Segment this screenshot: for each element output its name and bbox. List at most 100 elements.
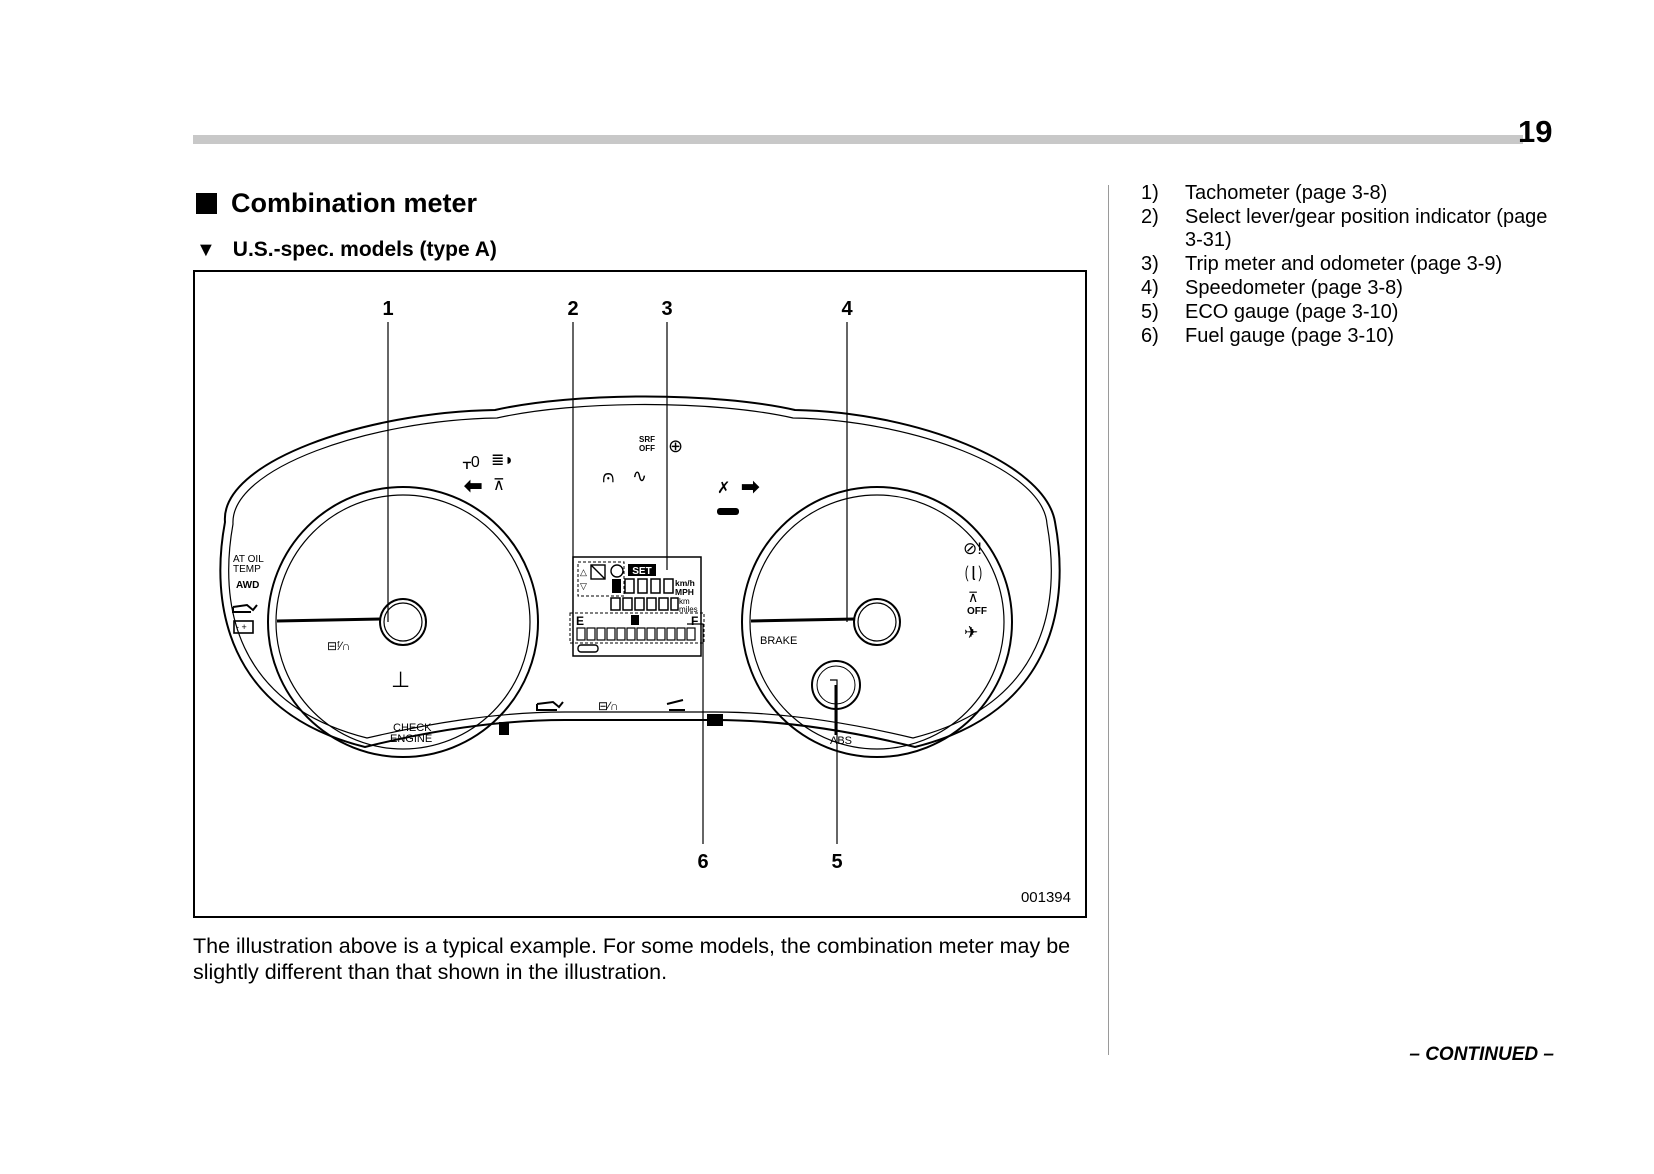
legend-number: 6) bbox=[1141, 325, 1159, 347]
callout-line-5 bbox=[830, 679, 838, 844]
tire-pressure-icon: ⒧ bbox=[965, 565, 982, 584]
lcd-triangle-up-icon: △ bbox=[580, 567, 587, 577]
lcd-triangle-down-icon: ▽ bbox=[580, 581, 587, 591]
fog-light-icon: ᚁ0 bbox=[462, 454, 480, 471]
legend-number: 3) bbox=[1141, 253, 1159, 275]
legend-item: 6) Fuel gauge (page 3-10) bbox=[1141, 325, 1561, 348]
coolant-temp-icon: ⊥ bbox=[391, 667, 410, 692]
callout-line-6 bbox=[687, 623, 704, 844]
oil-level-icon bbox=[536, 700, 564, 711]
page-number: 19 bbox=[1518, 114, 1553, 149]
awd-label: AWD bbox=[236, 580, 259, 591]
legend-text: Fuel gauge (page 3-10) bbox=[1185, 325, 1395, 347]
lcd-set-badge bbox=[628, 564, 656, 576]
vdc-off-icon: ⊼ bbox=[968, 589, 978, 605]
right-turn-icon: ➡ bbox=[741, 474, 760, 499]
lane-departure-icon: ∿ bbox=[632, 466, 647, 486]
legend-item: 4) Speedometer (page 3-8) bbox=[1141, 277, 1561, 300]
fuel-full-label: F bbox=[691, 614, 698, 628]
low-fuel-icon bbox=[499, 722, 509, 735]
lcd-miles-label: miles bbox=[679, 605, 698, 614]
section-title: Combination meter bbox=[196, 188, 477, 219]
power-steering-icon: ⊘! bbox=[963, 539, 982, 558]
legend-text: Trip meter and odometer (page 3-9) bbox=[1185, 253, 1503, 275]
header-rule bbox=[193, 135, 1523, 144]
legend-text: Select lever/gear position indicator (pa… bbox=[1185, 206, 1548, 251]
vdc-icon: ⊼ bbox=[493, 477, 505, 494]
lcd-odometer-digits bbox=[610, 597, 679, 611]
fuel-gauge-box bbox=[569, 612, 705, 644]
svg-text:- +: - + bbox=[236, 622, 247, 632]
traction-icon-bottom: ⊟∕∩ bbox=[598, 699, 619, 713]
tachometer-hub bbox=[379, 598, 427, 646]
traction-off-icon: ⊟ᶠ∕∩ bbox=[327, 639, 350, 653]
legend-text: Tachometer (page 3-8) bbox=[1185, 182, 1388, 204]
cluster-inner-outline bbox=[228, 403, 1052, 739]
fuel-gauge-segments bbox=[576, 627, 696, 641]
legend-item: 3) Trip meter and odometer (page 3-9) bbox=[1141, 253, 1561, 276]
section-title-text: Combination meter bbox=[231, 188, 478, 218]
check-engine-label-2: ENGINE bbox=[390, 733, 432, 745]
lcd-cruise-icon bbox=[610, 564, 624, 578]
figure-caption: The illustration above is a typical exam… bbox=[193, 934, 1071, 984]
lcd-kmh-label: km/h bbox=[675, 578, 695, 588]
legend-item: 5) ECO gauge (page 3-10) bbox=[1141, 301, 1561, 324]
combination-meter-illustration: △ ▽ SET km/h MPH km miles E F bbox=[219, 298, 1061, 873]
seatbelt-icon: ✗ bbox=[717, 480, 730, 497]
legend-number: 5) bbox=[1141, 301, 1159, 323]
windshield-defog-icon: ⊕ bbox=[668, 436, 683, 456]
abs-label: ABS bbox=[830, 735, 852, 747]
subsection-triangle-icon: ▼ bbox=[196, 238, 216, 261]
legend-text: ECO gauge (page 3-10) bbox=[1185, 301, 1399, 323]
tachometer-needle bbox=[276, 617, 382, 623]
callout-6: 6 bbox=[697, 851, 708, 873]
callout-2: 2 bbox=[567, 298, 578, 320]
brake-label: BRAKE bbox=[760, 635, 797, 647]
legend-number: 1) bbox=[1141, 182, 1159, 204]
high-beam-icon: ≣◗ bbox=[491, 452, 514, 469]
oil-pressure-icon bbox=[232, 603, 258, 613]
continued-label: – CONTINUED – bbox=[1409, 1044, 1554, 1065]
lcd-speed-digits bbox=[624, 578, 674, 594]
check-engine-label-1: CHECK bbox=[393, 722, 432, 734]
subsection-title-text: U.S.-spec. models (type A) bbox=[232, 238, 497, 261]
lcd-mph-label: MPH bbox=[675, 587, 694, 597]
section-square-icon bbox=[196, 193, 217, 214]
legend-item: 2) Select lever/gear position indicator (… bbox=[1141, 206, 1561, 252]
tachometer-dial-inner bbox=[275, 494, 531, 750]
lcd-fuel-pump-icon bbox=[631, 615, 639, 625]
speedometer-hub bbox=[853, 598, 901, 646]
callout-5: 5 bbox=[831, 851, 842, 873]
lcd-car-icon bbox=[590, 564, 606, 580]
fuel-empty-label: E bbox=[576, 614, 584, 628]
legend-number: 2) bbox=[1141, 206, 1159, 228]
cruise-car-icon bbox=[717, 508, 739, 515]
srf-off-label: OFF bbox=[639, 444, 655, 453]
legend-number: 4) bbox=[1141, 277, 1159, 299]
lcd-gear-digit bbox=[612, 579, 621, 593]
security-icon bbox=[707, 714, 723, 726]
speedometer-needle bbox=[750, 617, 856, 623]
legend-item: 1) Tachometer (page 3-8) bbox=[1141, 182, 1561, 205]
column-divider bbox=[1108, 185, 1109, 1055]
speedometer-dial-outer bbox=[741, 486, 1013, 758]
at-oil-temp-label-1: AT OIL bbox=[233, 554, 264, 565]
callout-4: 4 bbox=[841, 298, 853, 320]
lcd-vehicle-icon bbox=[577, 644, 599, 653]
lcd-km-label: km bbox=[679, 597, 690, 606]
lcd-set-label: SET bbox=[632, 566, 651, 577]
callout-3: 3 bbox=[661, 298, 672, 320]
callout-1: 1 bbox=[382, 298, 393, 320]
tachometer-dial-outer bbox=[267, 486, 539, 758]
speedometer-dial-inner bbox=[749, 494, 1005, 750]
legend-list: 1) Tachometer (page 3-8) 2) Select lever/g… bbox=[1141, 182, 1561, 349]
eyesight-icon: ⩀ bbox=[602, 466, 615, 486]
combination-meter-figure: △ ▽ SET km/h MPH km miles E F bbox=[193, 270, 1087, 918]
battery-icon bbox=[233, 620, 254, 634]
figure-code: 001394 bbox=[1020, 889, 1071, 906]
legend-text: Speedometer (page 3-8) bbox=[1185, 277, 1403, 299]
subsection-title: ▼ U.S.-spec. models (type A) bbox=[196, 238, 497, 262]
airbag-icon: ✈ bbox=[964, 623, 978, 642]
washer-fluid-icon bbox=[666, 699, 685, 711]
srf-label: SRF bbox=[639, 435, 655, 444]
